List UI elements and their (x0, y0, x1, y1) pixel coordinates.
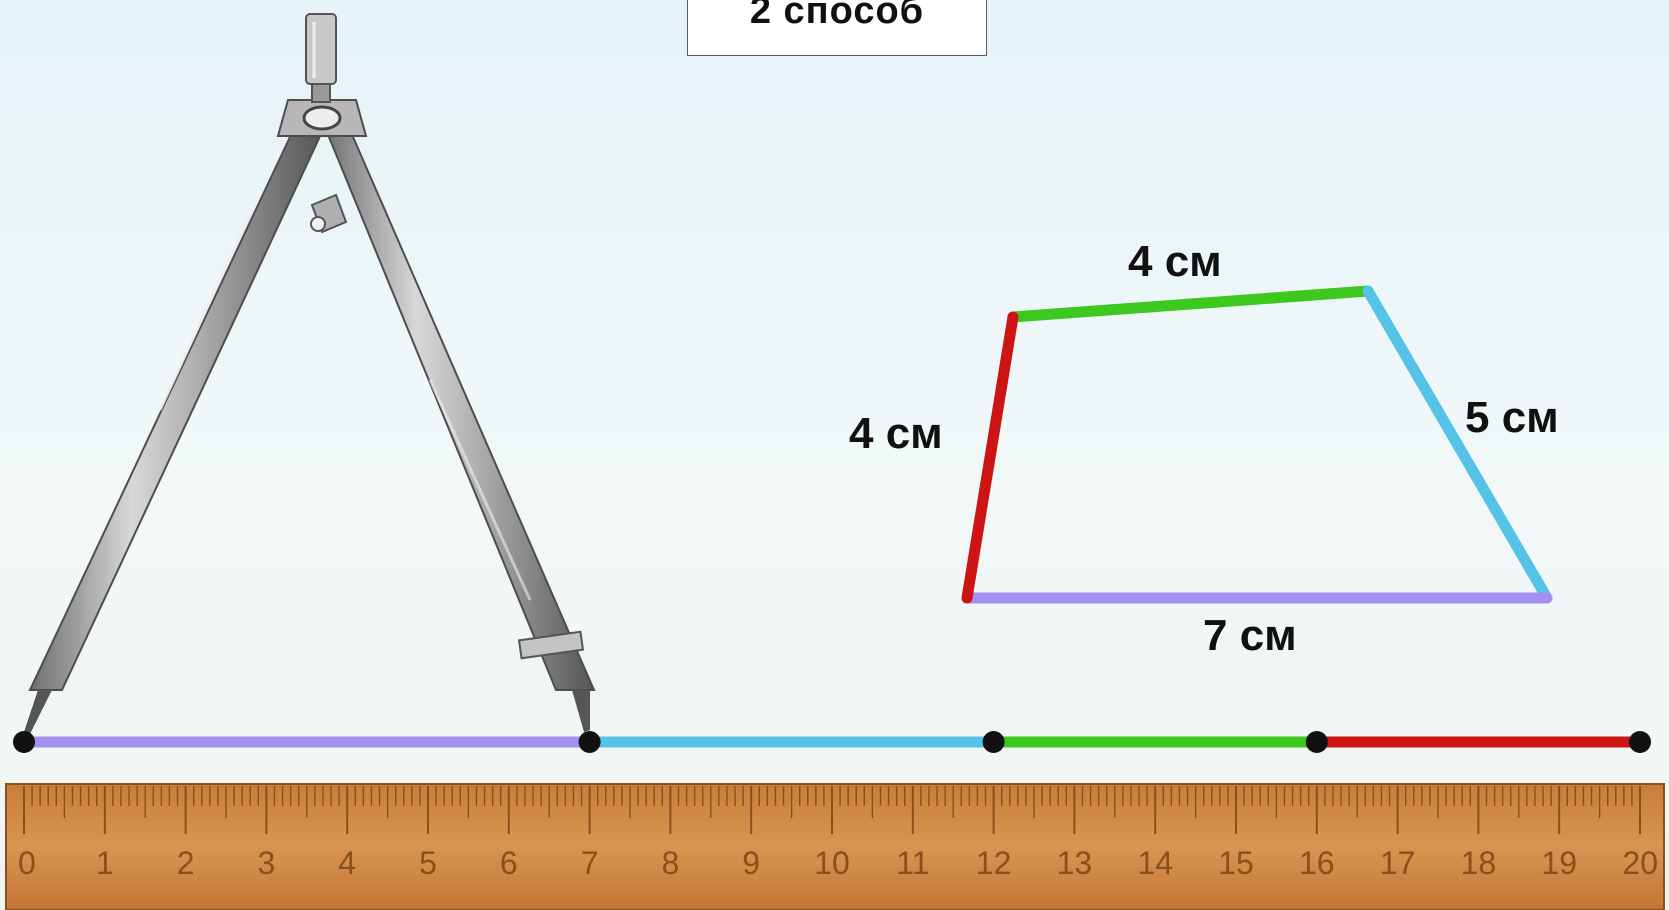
ruler-label: 3 (258, 845, 276, 881)
ruler-label: 12 (976, 845, 1012, 881)
ruler-label: 7 (581, 845, 599, 881)
ruler-label: 15 (1218, 845, 1254, 881)
number-line-point (578, 731, 601, 753)
number-line-point (13, 731, 35, 753)
ruler-label: 9 (742, 845, 760, 881)
ruler-label: 0 (18, 845, 36, 881)
ruler-label: 19 (1541, 845, 1577, 881)
label-top: 4 см (1128, 237, 1222, 286)
number-line-point (1629, 731, 1651, 753)
label-left: 4 см (849, 409, 943, 458)
ruler-label: 17 (1380, 845, 1416, 881)
label-bottom: 7 см (1203, 611, 1297, 660)
ruler-label: 16 (1299, 845, 1335, 881)
ruler-label: 4 (338, 845, 356, 881)
ruler-label: 1 (96, 845, 114, 881)
ruler-label: 11 (896, 845, 929, 881)
ruler-label: 8 (662, 845, 680, 881)
side-right (1362, 285, 1553, 604)
ruler-label: 10 (814, 845, 850, 881)
side-left (961, 311, 1019, 604)
compass-icon (24, 13, 596, 734)
ruler-ticks (23, 786, 1641, 834)
title-text: 2 способ (749, 0, 925, 32)
ruler-label: 13 (1057, 845, 1093, 881)
quadrilateral-figure: 4 см 5 см 7 см 4 см (849, 237, 1559, 660)
number-line-point (1305, 731, 1328, 753)
ruler-label: 14 (1137, 845, 1173, 881)
ruler-label: 5 (419, 845, 437, 881)
ruler-label: 2 (177, 845, 195, 881)
side-top (1007, 285, 1374, 323)
label-right: 5 см (1465, 393, 1559, 442)
ruler-label: 18 (1461, 845, 1497, 881)
number-line-point (982, 731, 1005, 753)
title-box: 2 способ (687, 0, 987, 56)
number-line (13, 731, 1651, 753)
ruler-label: 20 (1622, 845, 1658, 881)
ruler-label: 6 (500, 845, 518, 881)
